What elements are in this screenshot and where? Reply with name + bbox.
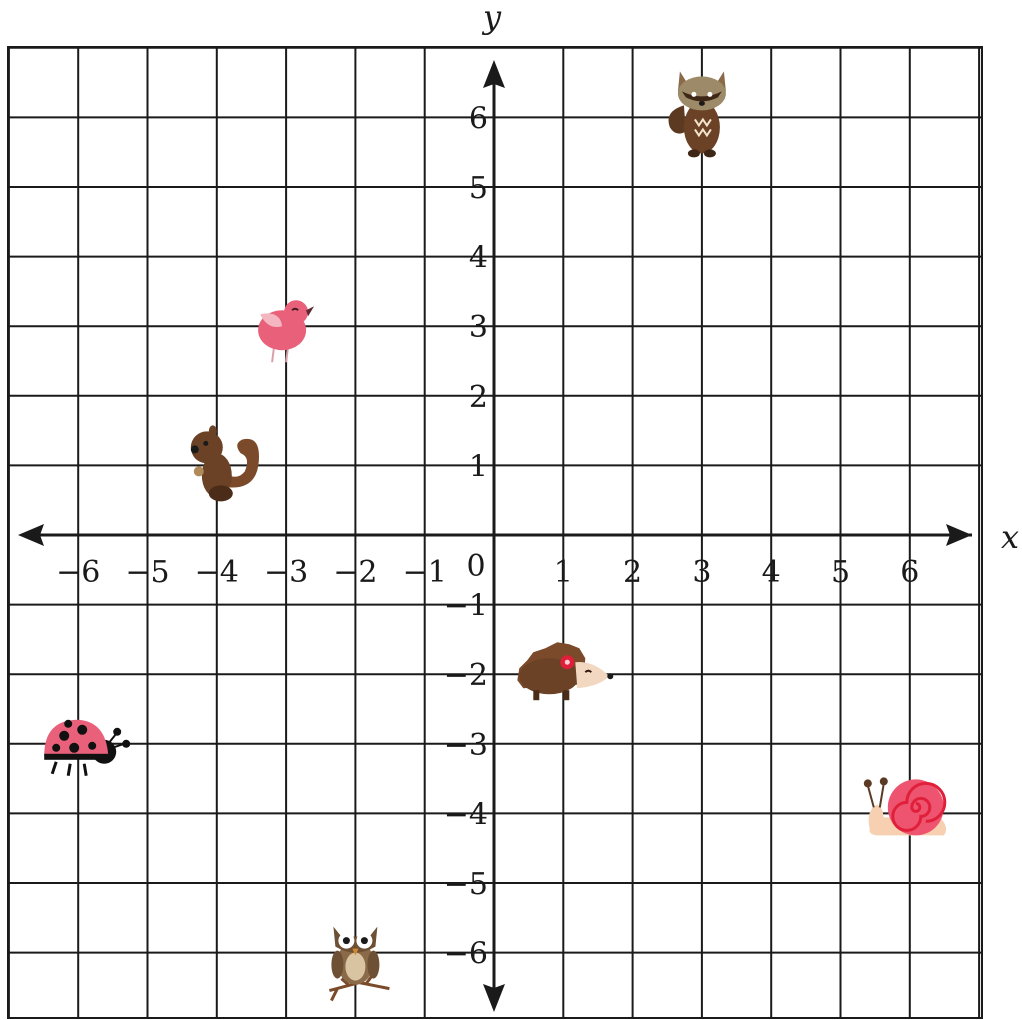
origin-label: 0 (466, 549, 485, 584)
axes (18, 60, 972, 1012)
y-axis-label: y (481, 0, 502, 36)
y-tick-label: 1 (469, 449, 488, 484)
y-tick-label: −3 (444, 728, 488, 763)
y-tick-label: −4 (444, 797, 488, 832)
ladybug-icon (44, 720, 130, 776)
x-axis-label: x (1001, 518, 1019, 556)
y-tick-label: −6 (444, 937, 488, 972)
snail-icon (864, 777, 946, 835)
y-tick-label: 6 (469, 101, 488, 136)
raccoon-icon (669, 71, 726, 157)
x-tick-label: −1 (403, 555, 447, 590)
hedgehog-icon (517, 642, 613, 700)
x-tick-label: 6 (900, 555, 919, 590)
x-tick-label: 2 (623, 555, 642, 590)
owl-icon (329, 927, 389, 1001)
y-axis-arrow-up (483, 60, 505, 88)
x-tick-label: −5 (125, 555, 169, 590)
x-tick-label: −6 (56, 555, 100, 590)
y-tick-label: −5 (444, 867, 488, 902)
x-tick-label: −4 (195, 555, 239, 590)
x-tick-label: 1 (554, 555, 573, 590)
x-tick-label: −3 (264, 555, 308, 590)
x-tick-label: 3 (692, 555, 711, 590)
x-tick-label: 4 (762, 555, 781, 590)
y-tick-label: 2 (469, 380, 488, 415)
y-tick-label: 4 (469, 241, 488, 276)
y-tick-label: 3 (469, 310, 488, 345)
y-tick-label: 5 (469, 171, 488, 206)
y-axis-arrow-down (483, 984, 505, 1012)
y-tick-label: −2 (444, 658, 488, 693)
x-tick-label: 5 (831, 555, 850, 590)
y-tick-label: −1 (444, 589, 488, 624)
squirrel-icon (191, 425, 259, 501)
x-tick-label: −2 (333, 555, 377, 590)
